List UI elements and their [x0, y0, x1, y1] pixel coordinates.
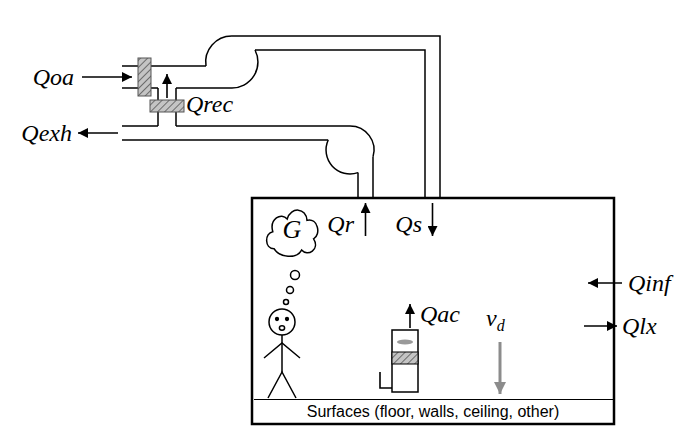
flow-arrows	[78, 74, 622, 388]
occupant-eye	[276, 318, 279, 321]
supply-fan	[206, 36, 232, 66]
return-fan	[326, 140, 358, 174]
cloud-outline	[267, 210, 318, 256]
leakage-arrow	[584, 325, 617, 327]
supply-fan	[232, 50, 258, 88]
source-cloud: G	[262, 202, 322, 259]
return-arrow	[365, 203, 367, 236]
recirculation-arrow	[166, 74, 168, 98]
exhaust-duct	[122, 125, 350, 127]
duct-work	[122, 36, 440, 198]
surfaces-band: Surfaces (floor, walls, ceiling, other)	[254, 399, 613, 423]
supply-duct	[232, 36, 440, 198]
air-cleaner-filter	[392, 352, 418, 364]
occupant-eye	[286, 318, 289, 321]
air-cleaner-inlet	[380, 372, 392, 388]
room-outline	[252, 198, 614, 424]
exhaust-arrow	[78, 132, 118, 134]
occupant-figure	[264, 271, 300, 399]
thought-bubble	[287, 287, 294, 294]
surface-label: Surfaces (floor, walls, ceiling, other)	[307, 403, 560, 421]
air-cleaner-arrow	[409, 304, 411, 328]
flow-label: Qoa	[33, 64, 74, 90]
thought-bubble	[291, 271, 300, 280]
flow-label: Qs	[395, 211, 422, 237]
exhaust-duct	[122, 139, 328, 141]
outdoor-air-damper	[138, 58, 151, 96]
air-cleaner-vent	[397, 340, 413, 345]
velocity-label: v	[486, 305, 497, 331]
thought-bubble	[284, 300, 289, 305]
flow-label: Qac	[420, 301, 460, 327]
occupant-head	[269, 309, 295, 335]
occupant-legs	[268, 372, 296, 398]
air-cleaner-body	[392, 330, 418, 392]
occupant-body	[281, 335, 283, 372]
flow-label: Qlx	[622, 313, 657, 339]
flow-label: Qr	[327, 211, 354, 237]
supply-duct	[255, 50, 425, 198]
infiltration-arrow	[588, 282, 622, 284]
deposition-arrow	[499, 342, 502, 394]
supply-arrow	[432, 203, 434, 236]
occupant-arms	[264, 343, 300, 358]
return-duct	[358, 157, 373, 198]
intake-duct	[122, 65, 206, 67]
flow-label: Qrec	[186, 91, 233, 117]
return-fan	[350, 126, 374, 157]
subscript-label: d	[497, 317, 505, 335]
flow-label: Qinf	[628, 270, 671, 296]
flow-label: Qexh	[21, 120, 72, 146]
recirculation-damper	[150, 100, 184, 112]
occupant-mouth	[279, 326, 284, 330]
source-symbol: G	[283, 216, 302, 245]
outdoor-air-arrow	[82, 76, 132, 78]
